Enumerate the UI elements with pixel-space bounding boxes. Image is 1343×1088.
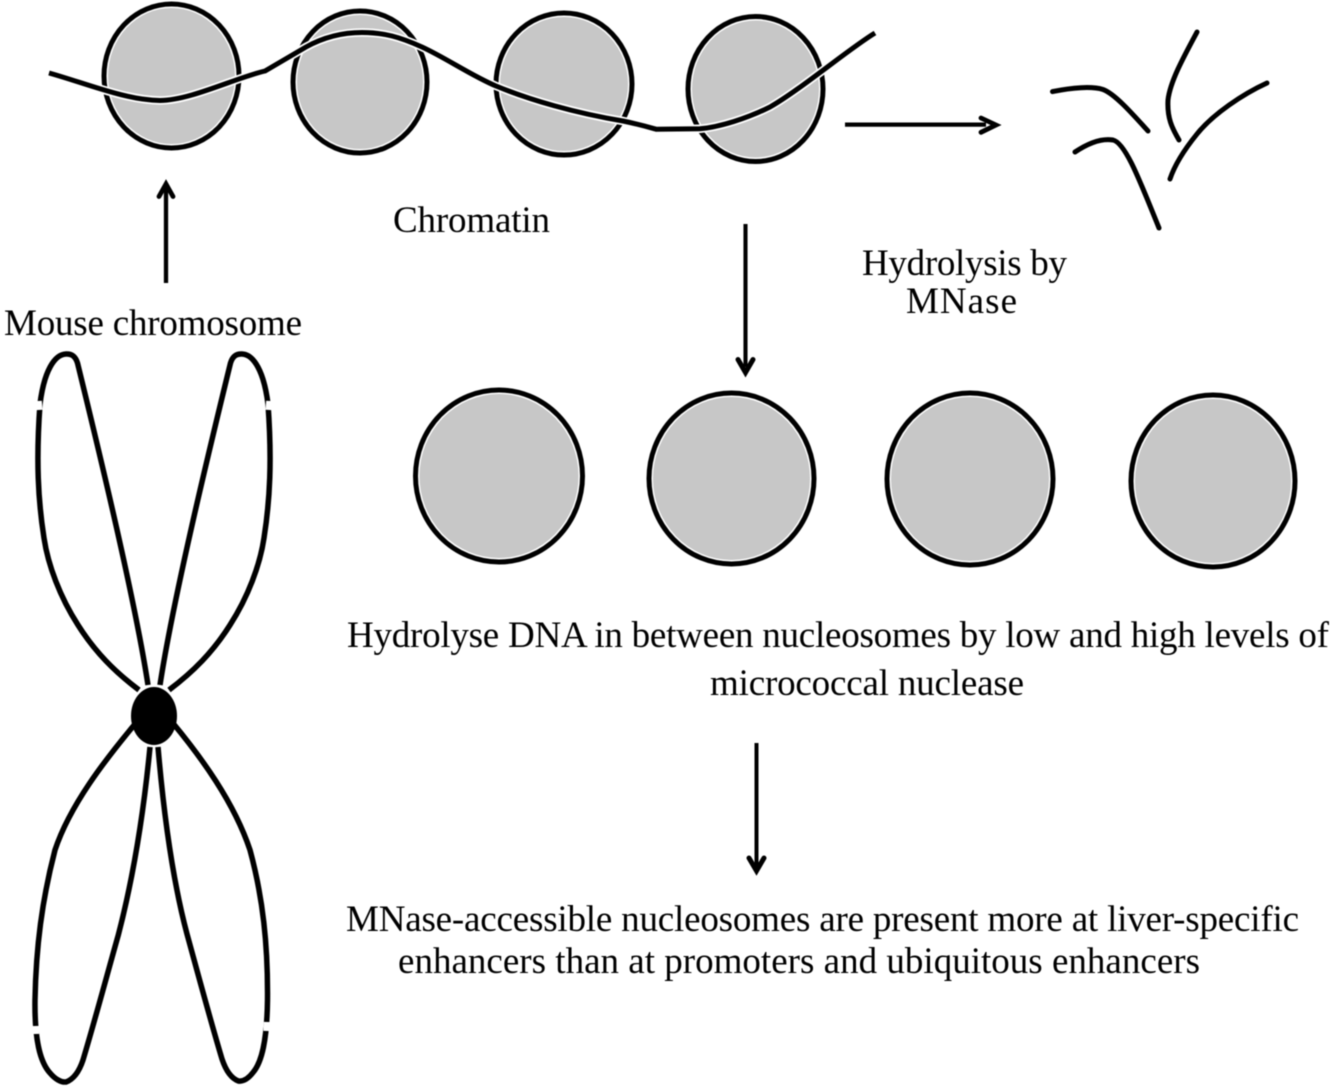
svg-text:Hydrolysis by: Hydrolysis by xyxy=(862,243,1068,284)
svg-text:enhancers than at promoters an: enhancers than at promoters and ubiquito… xyxy=(398,941,1200,982)
svg-text:micrococcal nuclease: micrococcal nuclease xyxy=(710,663,1024,704)
svg-text:MNase: MNase xyxy=(906,281,1017,322)
svg-text:Chromatin: Chromatin xyxy=(393,200,550,241)
svg-text:Mouse chromosome: Mouse chromosome xyxy=(4,303,302,344)
svg-text:MNase-accessible nucleosomes a: MNase-accessible nucleosomes are present… xyxy=(346,899,1299,940)
svg-text:Hydrolyse DNA in between nucle: Hydrolyse DNA in between nucleosomes by … xyxy=(347,615,1330,656)
